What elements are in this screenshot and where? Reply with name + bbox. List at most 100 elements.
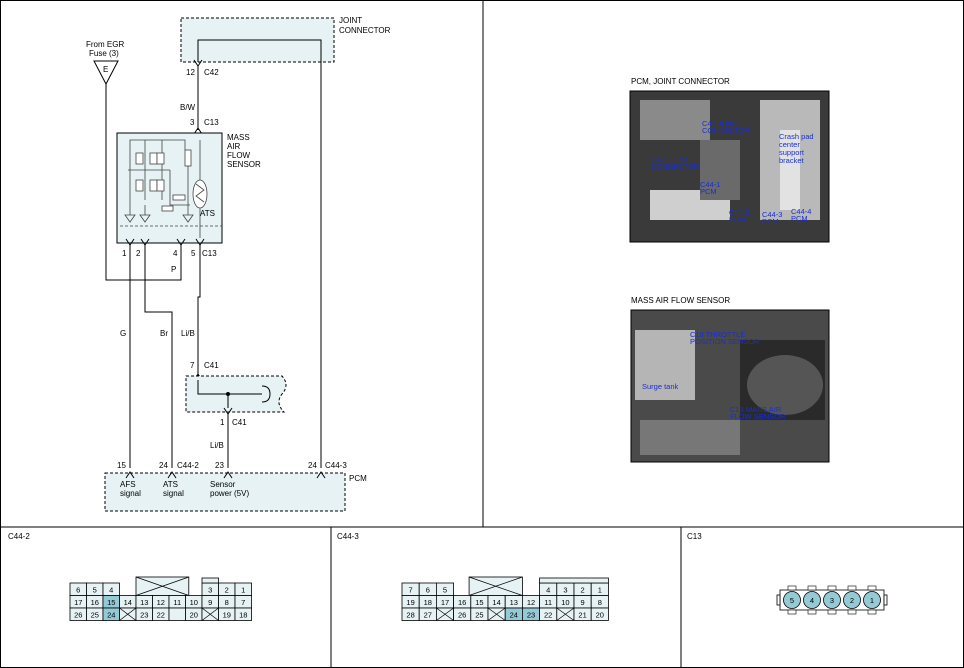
p-label: P <box>171 265 176 274</box>
connector-pin-number: 22 <box>157 611 165 620</box>
connector-pin-number: 27 <box>424 611 432 620</box>
connector-pin-number: 5 <box>93 586 97 595</box>
pcm-photo-panel: PCM, JOINT CONNECTOR C41 JOINT CONNECTOR… <box>629 77 830 243</box>
connector-pin-number: 18 <box>239 611 247 620</box>
c13-title: C13 <box>687 532 702 541</box>
c44-4-label-2: PCM <box>791 214 808 223</box>
egr-fuse-triangle <box>93 60 119 86</box>
c44-3-label-2: PCM <box>762 217 779 226</box>
ats-label: ATS <box>200 209 215 218</box>
connector-pin-cell <box>863 591 881 609</box>
pin-24b: 24 <box>308 461 317 470</box>
connector-pin-number: 13 <box>510 598 518 607</box>
connector-pin-number: 1 <box>241 586 245 595</box>
pin-1b: 1 <box>220 418 225 427</box>
sensor-power-2: power (5V) <box>210 489 249 498</box>
connector-pin-number: 10 <box>190 598 198 607</box>
conn-c41-top: C41 <box>204 361 219 370</box>
connector-pin-number: 14 <box>492 598 500 607</box>
afs-signal-2: signal <box>120 489 141 498</box>
pin-1: 1 <box>122 249 127 258</box>
connector-pin-number: 10 <box>561 598 569 607</box>
connector-pin-number: 7 <box>409 586 413 595</box>
connector-pin-number: 1 <box>598 586 602 595</box>
c44-2-label-2: PCM <box>729 215 746 224</box>
connector-pin-cell <box>803 591 821 609</box>
connector-pin-number: 9 <box>208 598 212 607</box>
connector-pin-number: 23 <box>140 611 148 620</box>
egr-fuse-line2: Fuse (3) <box>89 49 119 58</box>
connector-pin-number: 3 <box>563 586 567 595</box>
connector-pin-cell <box>783 591 801 609</box>
connector-pin-cell <box>168 607 186 621</box>
joint-connector-label-2: CONNECTOR <box>339 26 391 35</box>
pcm-photo-title: PCM, JOINT CONNECTOR <box>631 77 730 86</box>
maf-photo-title: MASS AIR FLOW SENSOR <box>631 296 730 305</box>
egr-fuse-line1: From EGR <box>86 40 124 49</box>
connector-pin-number: 19 <box>223 611 231 620</box>
c41-joint-label-1: C41 JOINT <box>702 119 740 128</box>
connector-pin-cell <box>843 591 861 609</box>
maf-label-1: C13 MASS AIR <box>730 405 782 414</box>
connector-pin-cell <box>234 607 252 621</box>
connector-pin-number: 21 <box>578 611 586 620</box>
wiring-schematic: JOINT CONNECTOR 12 C42 B/W 3 C13 From EG… <box>86 16 391 512</box>
tps-label-1: C18 THROTTLE <box>690 330 745 339</box>
conn-c42: C42 <box>204 68 219 77</box>
sensor-label-3: FLOW <box>227 151 251 160</box>
maf-label-2: FLOW SENSOR <box>730 412 786 421</box>
connector-pin-number: 11 <box>173 598 181 607</box>
c44-1-label-1: C44-1 <box>700 180 720 189</box>
surge-tank-label: Surge tank <box>642 382 679 391</box>
sensor-label-2: AIR <box>227 142 241 151</box>
conn-c41-bot: C41 <box>232 418 247 427</box>
c44-2-title: C44-2 <box>8 532 30 541</box>
c44-3-label-1: C44-3 <box>762 210 782 219</box>
connector-pin-number: 6 <box>426 586 430 595</box>
connector-pin-number: 20 <box>190 611 198 620</box>
ats-signal-2: signal <box>163 489 184 498</box>
pin-7: 7 <box>190 361 195 370</box>
connector-pin-number: 16 <box>91 598 99 607</box>
wire-lib-2: Li/B <box>210 441 224 450</box>
connector-pin-cell <box>823 591 841 609</box>
pin-5: 5 <box>191 249 196 258</box>
conn-c44-3: C44-3 <box>325 461 347 470</box>
connector-pin-number: 8 <box>225 598 229 607</box>
connector-pin-number: 19 <box>406 598 414 607</box>
crash-pad-label-3: support <box>779 148 805 157</box>
connector-pin-number: 18 <box>424 598 432 607</box>
pin-2: 2 <box>136 249 141 258</box>
connector-pin-number: 14 <box>124 598 132 607</box>
connector-pin-number: 2 <box>850 596 854 605</box>
c44-1-label-2: PCM <box>700 187 717 196</box>
pin-4: 4 <box>173 249 178 258</box>
connector-pin-number: 7 <box>241 598 245 607</box>
connector-pin-number: 4 <box>810 596 814 605</box>
connector-pin-number: 2 <box>581 586 585 595</box>
ats-signal-1: ATS <box>163 480 178 489</box>
connector-pin-number: 9 <box>581 598 585 607</box>
afs-signal-1: AFS <box>120 480 136 489</box>
joint-connector-label: JOINT <box>339 16 362 25</box>
wire-bw: B/W <box>180 103 196 112</box>
connector-pin-number: 28 <box>406 611 414 620</box>
connector-pin-number: 4 <box>109 586 113 595</box>
connector-pin-number: 26 <box>458 611 466 620</box>
pin-23: 23 <box>215 461 224 470</box>
conn-c13-top: C13 <box>204 118 219 127</box>
connector-pin-number: 17 <box>441 598 449 607</box>
connector-pin-number: 5 <box>443 586 447 595</box>
connector-pin-number: 20 <box>596 611 604 620</box>
crash-pad-label-4: bracket <box>779 156 805 165</box>
egr-letter: E <box>103 65 108 74</box>
connector-pin-number: 3 <box>208 586 212 595</box>
connector-pin-number: 26 <box>74 611 82 620</box>
connector-pin-number: 15 <box>475 598 483 607</box>
connector-pin-number: 24 <box>510 611 518 620</box>
connector-pin-number: 11 <box>544 598 552 607</box>
connector-pin-number: 25 <box>91 611 99 620</box>
connector-pin-number: 2 <box>225 586 229 595</box>
connector-pin-cell <box>590 607 609 621</box>
